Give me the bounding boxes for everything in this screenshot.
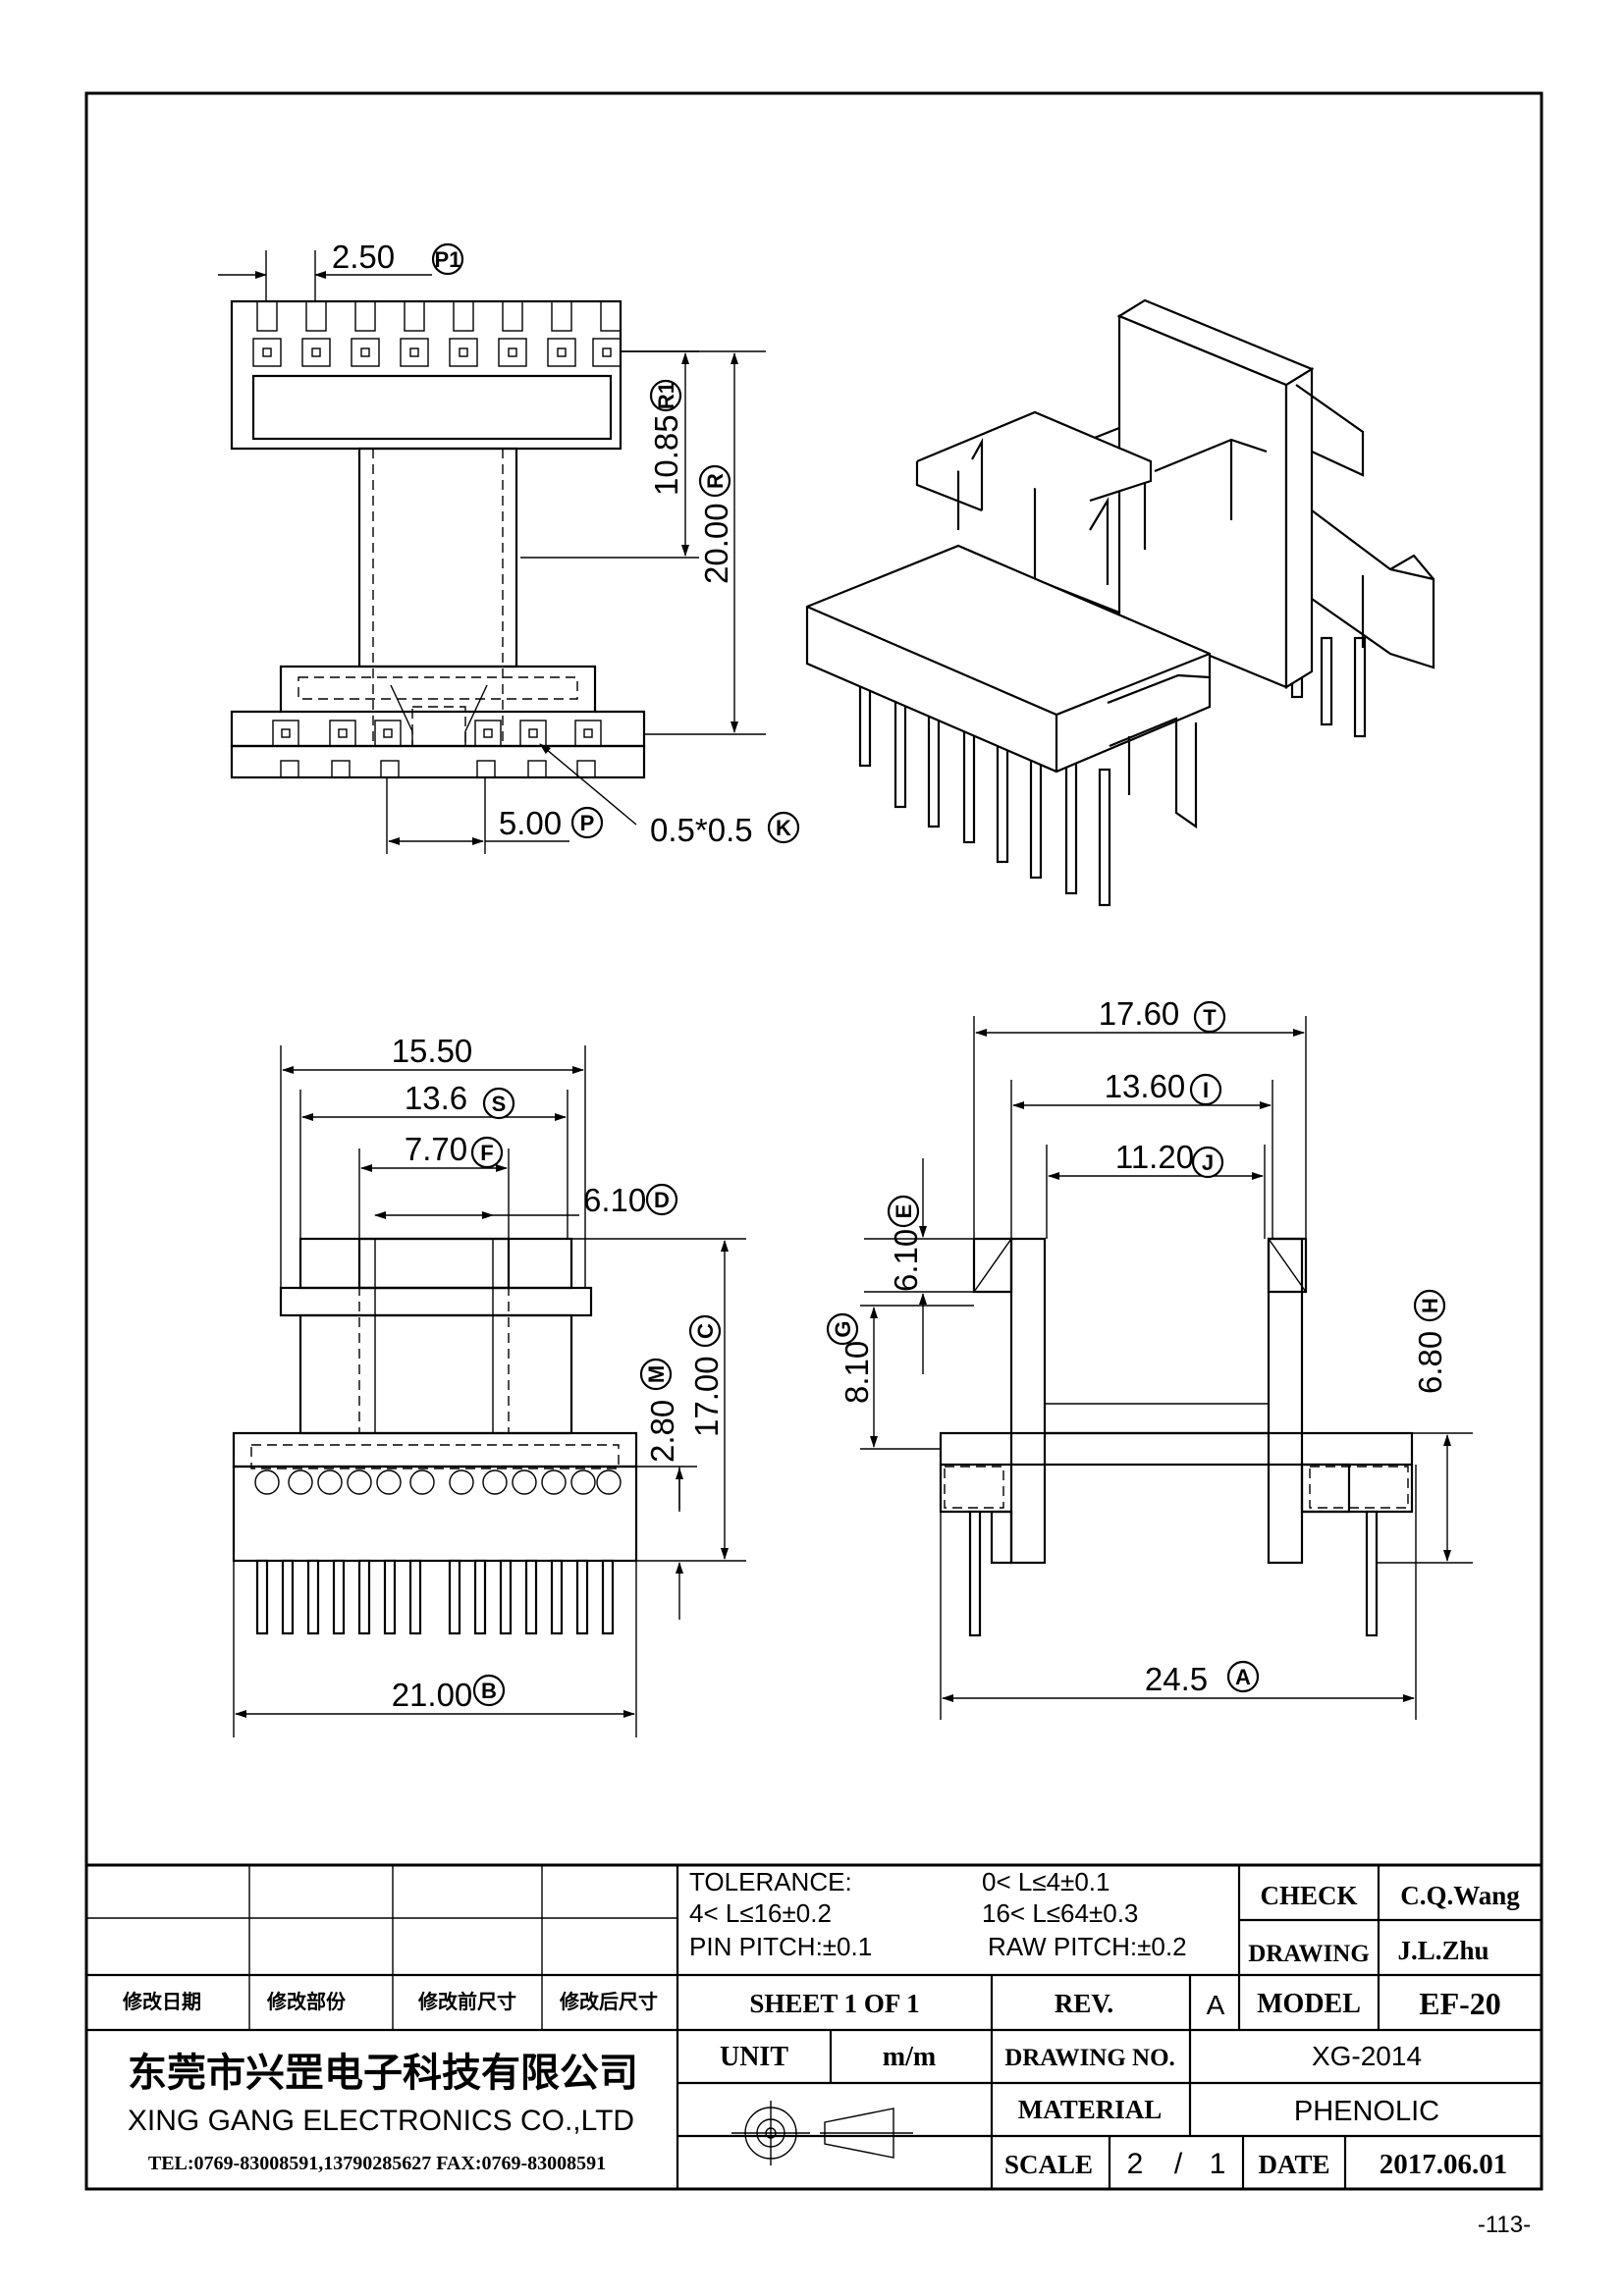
dim-m-value: 2.80 — [644, 1400, 680, 1463]
tolerance-label: TOLERANCE: — [689, 1867, 852, 1896]
scale-denominator: 1 — [1210, 2148, 1226, 2180]
model-value: EF-20 — [1419, 1986, 1501, 2021]
pin-pitch: PIN PITCH:±0.1 — [689, 1932, 872, 1961]
dim-s-value: 13.6 — [405, 1080, 467, 1116]
check-value: C.Q.Wang — [1400, 1881, 1520, 1910]
dim-h-letter: H — [1418, 1298, 1442, 1313]
rev-header-before: 修改前尺寸 — [417, 1990, 516, 2013]
check-label: CHECK — [1260, 1881, 1357, 1910]
raw-pitch: RAW PITCH:±0.2 — [988, 1932, 1187, 1961]
dim-d-letter: D — [654, 1188, 670, 1212]
scale-separator: / — [1174, 2148, 1183, 2180]
scale-numerator: 2 — [1127, 2148, 1144, 2180]
drawing-no-label: DRAWING NO. — [1004, 2045, 1175, 2071]
dim-b-letter: B — [481, 1679, 497, 1703]
material-value: PHENOLIC — [1294, 2096, 1439, 2127]
dim-1550-value: 15.50 — [392, 1033, 473, 1069]
date-label: DATE — [1258, 2150, 1329, 2179]
dim-g-letter: G — [831, 1320, 855, 1337]
company-contact: TEL:0769-83008591,13790285627 FAX:0769-8… — [148, 2153, 606, 2174]
company-name-en: XING GANG ELECTRONICS CO.,LTD — [128, 2105, 634, 2137]
isometric-view — [805, 298, 1435, 907]
dim-e-value: 6.10 — [888, 1229, 924, 1292]
dim-t-letter: T — [1203, 1005, 1217, 1030]
dim-p1-value: 2.50 — [332, 239, 395, 275]
dim-j-value: 11.20 — [1115, 1139, 1194, 1175]
rev-header-date: 修改日期 — [122, 1990, 201, 2013]
dim-g-value: 8.10 — [839, 1341, 875, 1404]
dim-i-value: 13.60 — [1105, 1068, 1186, 1104]
bottom-pin-slots — [272, 720, 602, 778]
dim-i-letter: I — [1203, 1078, 1209, 1102]
sheet-border — [84, 91, 1543, 2191]
dim-d-value: 6.10 — [583, 1182, 646, 1218]
dim-r1-letter: R1 — [654, 382, 678, 409]
dim-s-letter: S — [492, 1092, 507, 1116]
rev-header-after: 修改后尺寸 — [559, 1990, 658, 2013]
dim-f-letter: F — [480, 1141, 493, 1165]
dim-a-value: 24.5 — [1145, 1661, 1208, 1697]
dim-a-letter: A — [1235, 1665, 1251, 1689]
rev-value: A — [1207, 1990, 1225, 2020]
unit-label: UNIT — [720, 2042, 788, 2072]
projection-symbol-icon — [731, 2101, 913, 2165]
title-block: 修改日期 修改部份 修改前尺寸 修改后尺寸 TOLERANCE: 0< L≤4±… — [86, 1863, 1542, 2189]
dim-r-value: 20.00 — [698, 503, 734, 584]
top-pin-slots — [252, 300, 622, 367]
date-value: 2017.06.01 — [1380, 2149, 1508, 2180]
tolerance-2: 4< L≤16±0.2 — [689, 1898, 832, 1928]
drawing-label: DRAWING — [1248, 1941, 1370, 1967]
dim-c-letter: C — [693, 1323, 718, 1339]
unit-value: m/m — [883, 2042, 936, 2072]
dim-r-letter: R — [703, 473, 728, 489]
side-pins — [255, 1559, 615, 1635]
tolerance-3: 16< L≤64±0.3 — [982, 1898, 1138, 1928]
drawing-value: J.L.Zhu — [1397, 1936, 1489, 1965]
dim-m-letter: M — [644, 1365, 669, 1383]
page-number: -113- — [1478, 2212, 1531, 2238]
dim-h-value: 6.80 — [1412, 1331, 1448, 1394]
drawing-no-value: XG-2014 — [1312, 2041, 1422, 2071]
dim-p-value: 5.00 — [499, 805, 562, 841]
tolerance-1: 0< L≤4±0.1 — [982, 1867, 1110, 1896]
sheet-label: SHEET 1 OF 1 — [749, 1989, 919, 2018]
dim-r1-value: 10.85 — [648, 414, 684, 496]
dim-k-value: 0.5*0.5 — [650, 812, 753, 848]
dim-t-value: 17.60 — [1099, 995, 1180, 1032]
front-view: 2.50 P1 10.85 R1 20.00 R 5.00 P 0.5*0.5 … — [218, 239, 800, 854]
dim-j-letter: J — [1202, 1150, 1214, 1175]
side-view: 15.50 13.6 S 7.70 F 6.10 D 17.00 C 2.80 — [232, 1033, 746, 1737]
scale-label: SCALE — [1004, 2150, 1093, 2179]
model-label: MODEL — [1257, 1989, 1361, 2019]
rev-header-part: 修改部份 — [266, 1990, 347, 2013]
dim-c-value: 17.00 — [688, 1356, 725, 1437]
side-pin-holes — [254, 1469, 622, 1495]
dim-k-letter: K — [776, 816, 791, 840]
dim-f-value: 7.70 — [405, 1131, 467, 1167]
dim-p-letter: P — [580, 811, 595, 835]
end-view: 17.60 T 13.60 I 11.20 J 6.10 E 8.10 G — [826, 995, 1473, 1720]
rev-label: REV. — [1055, 1989, 1113, 2018]
dim-b-value: 21.00 — [392, 1677, 473, 1713]
company-name-cn: 东莞市兴罡电子科技有限公司 — [128, 2052, 638, 2095]
dim-p1-letter: P1 — [435, 247, 461, 272]
dim-e-letter: E — [892, 1204, 916, 1219]
material-label: MATERIAL — [1018, 2095, 1163, 2124]
